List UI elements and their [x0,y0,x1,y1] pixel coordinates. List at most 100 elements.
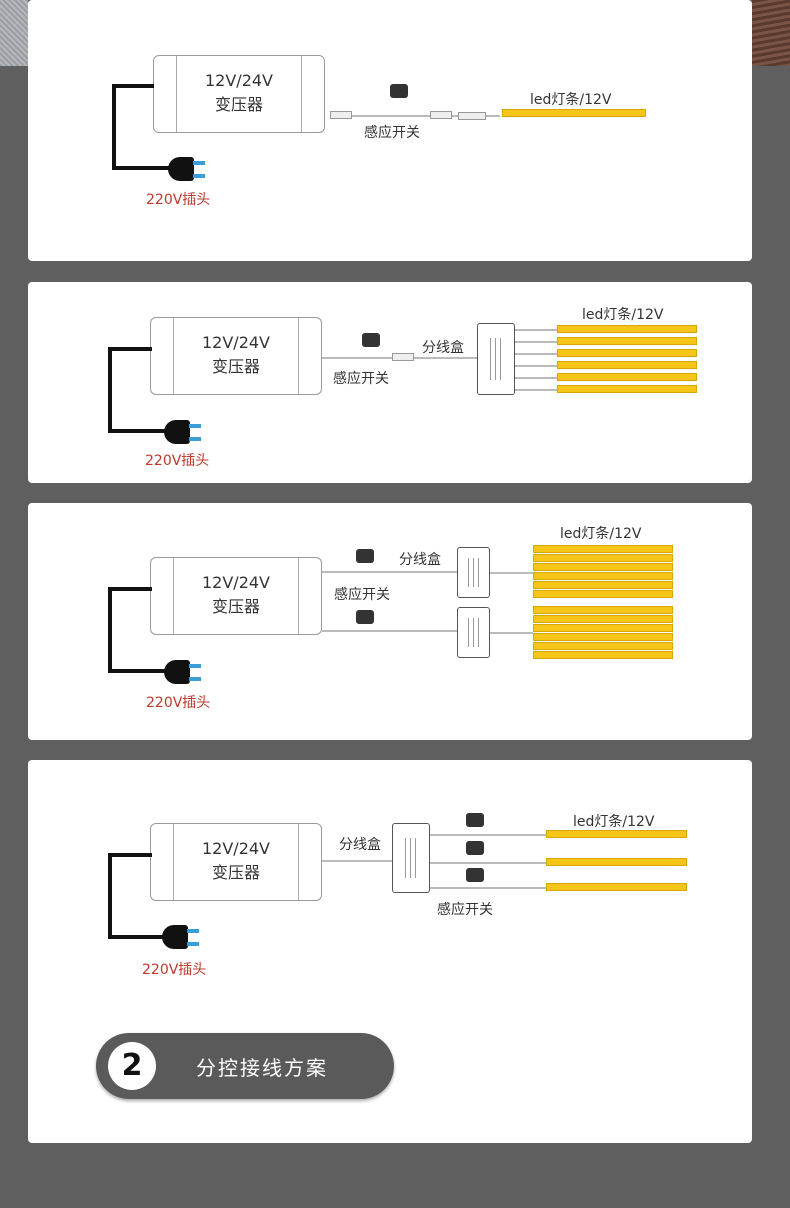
junction-box-label: 分线盒 [422,340,464,356]
sensor-switch-icon [466,813,484,827]
wire [515,341,557,343]
led-strip [557,337,697,345]
sensor-switch-label: 感应开关 [333,371,389,387]
led-strip [533,572,673,580]
power-cord [112,84,154,88]
led-strip-label: led灯条/12V [530,92,612,108]
junction-box-label: 分线盒 [399,552,441,568]
power-cord [108,429,168,433]
plug-icon [168,157,194,181]
wire [515,353,557,355]
led-strip [533,606,673,614]
led-strip [557,361,697,369]
plug-icon [164,660,190,684]
junction-box [477,323,515,395]
junction-box [457,607,490,658]
wire [515,365,557,367]
led-strip [546,830,687,838]
wire [490,572,533,574]
led-strip [533,554,673,562]
diagram-panel-single [28,0,752,261]
junction-box-label: 分线盒 [339,837,381,853]
sensor-switch-icon [466,868,484,882]
plug-prong [193,161,205,165]
led-strip [557,385,697,393]
plug-prong [187,929,199,933]
power-cord [108,587,112,673]
wire [330,115,500,117]
junction-box [457,547,490,598]
diagram-panel-junction [28,282,752,483]
transformer-voltage: 12V/24V [205,71,273,90]
wire [515,377,557,379]
led-strip [533,642,673,650]
power-cord [108,347,112,433]
wire [430,834,546,836]
wire [322,630,458,632]
transformer: 12V/24V 变压器 [150,317,322,395]
plug-prong [189,677,201,681]
transformer-label: 变压器 [214,95,263,114]
section-badge: 2 分控接线方案 [96,1033,394,1099]
plug-prong [193,174,205,178]
power-cord [108,935,166,939]
power-cord [108,587,152,591]
section-number: 2 [108,1042,156,1090]
sensor-switch-label: 感应开关 [364,125,420,141]
transformer-voltage: 12V/24V [202,839,270,858]
led-strip [502,109,646,117]
plug-label: 220V插头 [145,453,210,469]
wire [322,571,458,573]
led-strip [546,883,687,891]
transformer-label: 变压器 [211,863,260,882]
led-strip [533,633,673,641]
led-strip [533,615,673,623]
led-strip [546,858,687,866]
connector [330,111,352,119]
led-strip-label: led灯条/12V [560,526,642,542]
transformer-voltage: 12V/24V [202,333,270,352]
led-strip [557,325,697,333]
plug-prong [189,437,201,441]
transformer-label: 变压器 [211,597,260,616]
wire [515,329,557,331]
led-strip-label: led灯条/12V [582,307,664,323]
power-cord [108,669,168,673]
sensor-switch-label: 感应开关 [334,587,390,603]
led-strip [533,563,673,571]
section-title: 分控接线方案 [196,1056,328,1080]
led-strip [533,581,673,589]
transformer: 12V/24V 变压器 [150,557,322,635]
sensor-switch-icon [356,549,374,563]
transformer: 12V/24V 变压器 [150,823,322,901]
led-strip [533,590,673,598]
plug-prong [187,942,199,946]
led-strip [533,624,673,632]
led-strip-label: led灯条/12V [573,814,655,830]
sensor-switch-label: 感应开关 [437,902,493,918]
wire [515,389,557,391]
plug-label: 220V插头 [146,192,211,208]
plug-icon [162,925,188,949]
led-strip [557,349,697,357]
power-cord [108,853,152,857]
connector [458,112,486,120]
plug-label: 220V插头 [146,695,211,711]
connector [392,353,414,361]
connector [430,111,452,119]
plug-label: 220V插头 [142,962,207,978]
transformer-voltage: 12V/24V [202,573,270,592]
background-texture-right [752,0,790,66]
junction-box [392,823,430,893]
wire [322,860,394,862]
sensor-switch-icon [466,841,484,855]
plug-icon [164,420,190,444]
sensor-switch-icon [356,610,374,624]
wire [430,887,546,889]
transformer-label: 变压器 [211,357,260,376]
led-strip [557,373,697,381]
wire [490,632,533,634]
power-cord [108,347,152,351]
transformer: 12V/24V 变压器 [153,55,325,133]
wire [430,862,546,864]
